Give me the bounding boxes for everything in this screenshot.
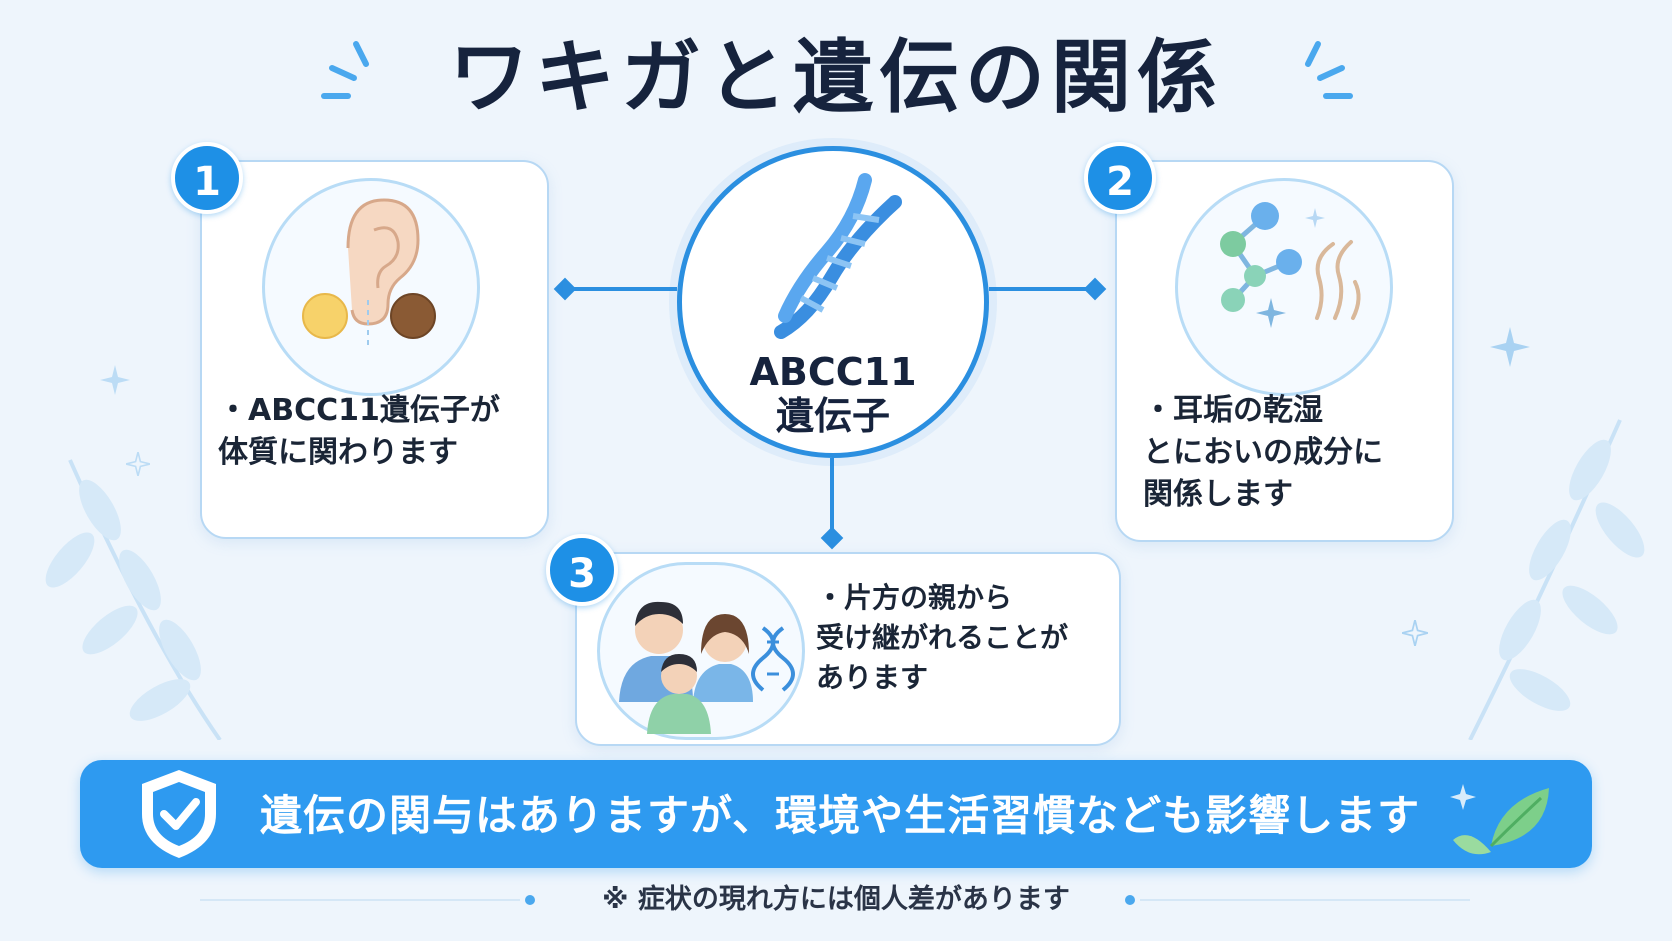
title-accent-right [1305,41,1353,99]
sparkle-icon [126,452,150,476]
title-accent-left [321,41,369,99]
ear-earwax-icon [302,198,436,350]
center-gene-circle [677,146,989,458]
molecule-icon [1220,202,1361,328]
leaf-decoration-left [45,459,222,740]
point-text-1: ・ABCC11遺伝子が 体質に関わります [218,393,500,470]
center-gene-label-line1: ABCC11 [749,350,917,394]
center-gene-label: ABCC11 遺伝子 [677,350,989,438]
center-gene-label-line2: 遺伝子 [775,394,890,438]
point-badge-1: 1 [171,142,243,214]
dna-icon [774,173,902,339]
sparkle-icon [1402,620,1428,646]
leaf-icon [1450,784,1549,855]
footnote-text: ※ 症状の現れ方には個人差があります [602,884,1070,915]
leaf-decoration-right [1468,419,1645,740]
sparkle-icon [1490,327,1530,367]
family-icon [619,601,795,734]
footnote-divider [200,895,1470,905]
summary-banner [80,760,1592,868]
page-title: ワキガと遺伝の関係 [449,31,1223,124]
sparkle-icon [100,365,130,395]
shield-check-icon [142,770,216,858]
point-badge-2: 2 [1084,142,1156,214]
point-badge-3: 3 [546,534,618,606]
point-text-2: ・耳垢の乾湿 とにおいの成分に 関係します [1143,393,1383,512]
summary-banner-text: 遺伝の関与はありますが、環境や生活習慣なども影響します [260,791,1421,840]
point-text-3: ・片方の親から 受け継がれることが あります [816,581,1069,694]
